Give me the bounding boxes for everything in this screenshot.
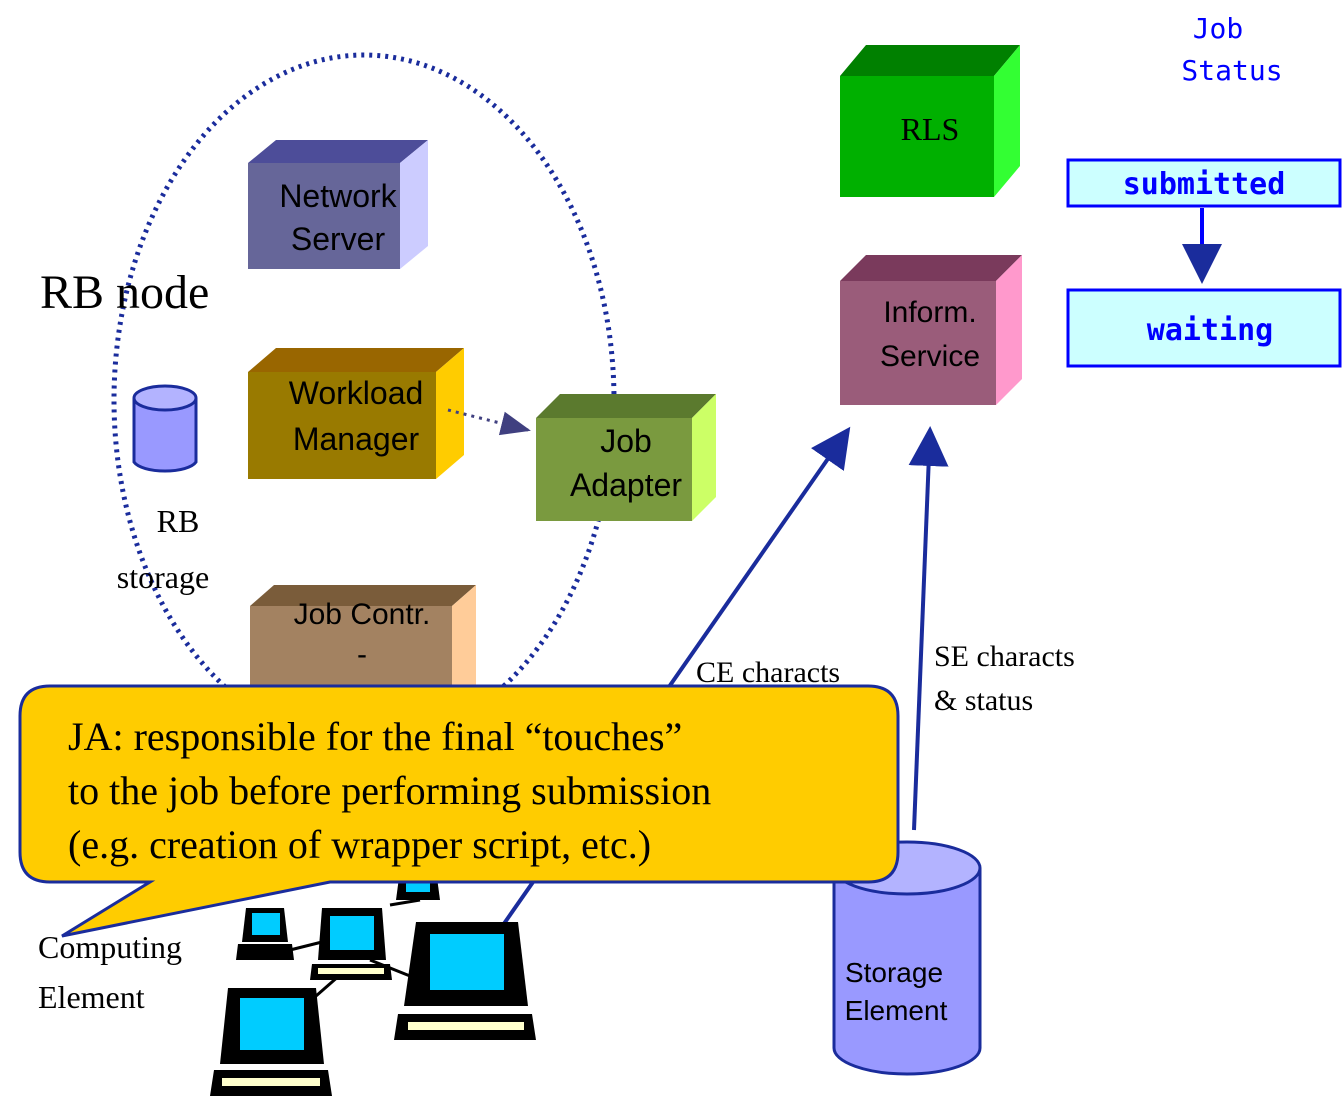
job-controller-label-line1: Job Contr. (294, 598, 431, 631)
ce-characts-label: CE characts (696, 656, 840, 689)
storage-element-label-line1: Storage (845, 957, 943, 988)
state-waiting-box[interactable] (1066, 288, 1342, 368)
computer-icon-1 (236, 908, 294, 960)
computing-element-machines[interactable] (210, 870, 536, 1096)
job-controller-label-line2: - (357, 638, 367, 671)
callout-line-2: to the job before performing submission (68, 768, 711, 813)
info-service-box[interactable]: Inform. Service (840, 255, 1022, 405)
wm-to-ja-arrow (447, 408, 531, 436)
job-adapter-box[interactable]: Job Adapter (536, 394, 716, 521)
ja-callout: JA: responsible for the final “touches” … (18, 684, 900, 938)
se-characts-label-line2: & status (934, 684, 1033, 717)
workload-manager-label-line1: Workload (289, 375, 424, 411)
computer-icon-2 (310, 908, 392, 980)
rls-label: RLS (901, 111, 960, 147)
computing-element-label-line1: Computing (38, 929, 182, 965)
job-status-title-line1: Job (1193, 12, 1244, 45)
job-adapter-label-line1: Job (600, 423, 652, 459)
rb-storage-label-line1: RB (157, 503, 200, 539)
rb-storage-cylinder (132, 384, 198, 473)
rls-box[interactable]: RLS (840, 45, 1020, 197)
callout-line-1: JA: responsible for the final “touches” (68, 714, 682, 759)
rb-storage-label-line2: storage (117, 559, 209, 595)
network-server-label-line1: Network (279, 178, 397, 214)
job-status-title-line2: Status (1181, 54, 1282, 87)
computing-element-label-line2: Element (38, 979, 145, 1015)
network-server-label-line2: Server (291, 221, 386, 257)
computer-icon-4 (210, 988, 332, 1096)
state-submitted-label: submitted (1123, 167, 1286, 202)
storage-element-label-line2: Element (845, 995, 948, 1026)
state-submitted-box[interactable] (1066, 158, 1342, 208)
se-characts-label-line1: SE characts (934, 640, 1075, 673)
workload-manager-label-line2: Manager (293, 421, 420, 457)
state-waiting-label: waiting (1147, 313, 1273, 348)
se-to-is-arrow (908, 426, 949, 831)
callout-line-3: (e.g. creation of wrapper script, etc.) (68, 822, 651, 867)
job-adapter-label-line2: Adapter (570, 467, 682, 503)
computer-icon-3 (394, 922, 536, 1040)
rb-node-label: RB node (40, 266, 209, 319)
info-service-label-line1: Inform. (883, 296, 976, 329)
network-server-box[interactable]: Network Server (248, 140, 428, 269)
info-service-label-line2: Service (880, 340, 980, 373)
workload-manager-box[interactable]: Workload Manager (248, 348, 464, 479)
